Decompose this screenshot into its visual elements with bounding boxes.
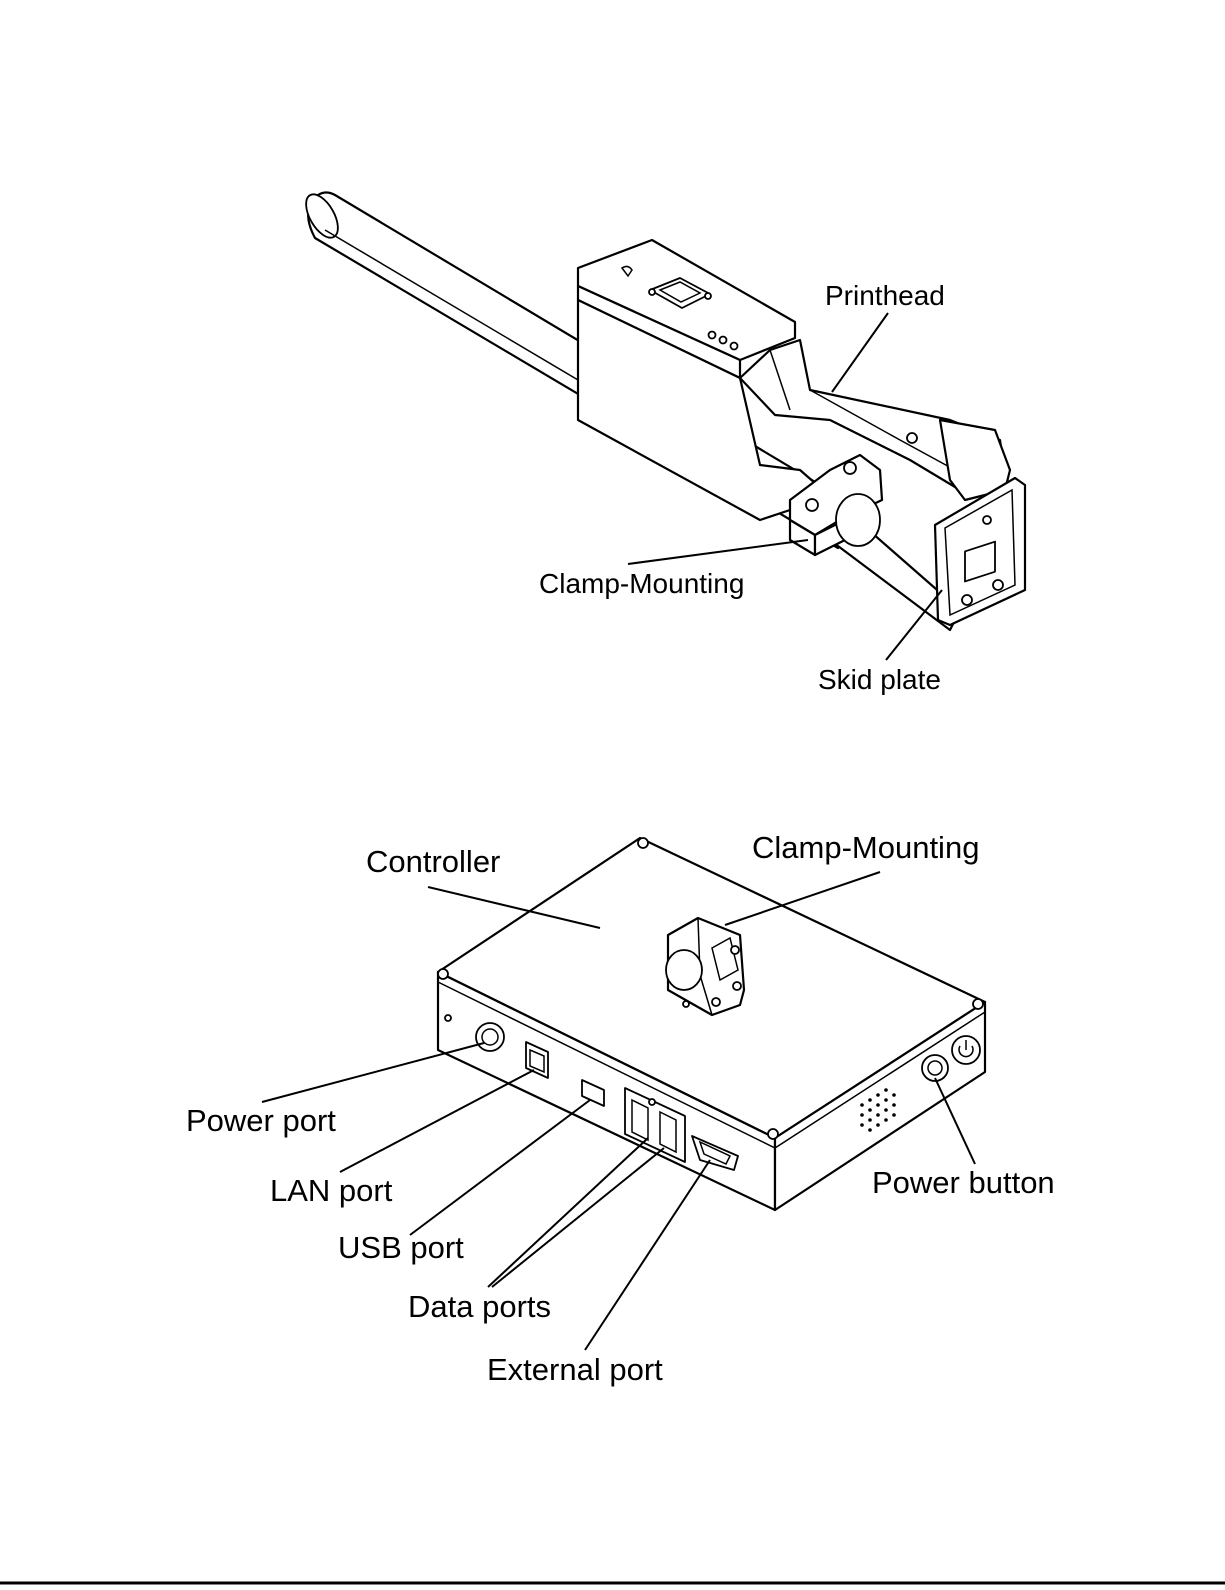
label-printhead: Printhead [825,280,945,311]
power-port-connector [476,1023,504,1051]
label-external-port: External port [487,1352,663,1387]
printhead-assembly-drawing [300,189,1025,630]
label-skid-plate: Skid plate [818,664,941,695]
label-power-button: Power button [872,1165,1055,1200]
label-power-port: Power port [186,1103,336,1138]
label-lan-port: LAN port [270,1173,393,1208]
label-clamp-mounting-bottom: Clamp-Mounting [752,830,979,865]
power-port-leader-line [262,1043,484,1102]
label-data-ports: Data ports [408,1289,551,1324]
power-symbol-icon [952,1036,980,1064]
lan-port-leader-line [340,1070,534,1172]
data-ports-leader-line-b [492,1148,664,1287]
top-clamp-leader-line [628,540,808,564]
label-controller: Controller [366,844,500,879]
power-button-part [922,1055,948,1081]
data-ports-leader-line-a [488,1138,648,1287]
printhead-leader-line [832,313,888,392]
controller-drawing [438,838,985,1210]
skid-plate-part [935,478,1025,625]
label-clamp-mounting-top: Clamp-Mounting [539,568,744,599]
label-usb-port: USB port [338,1230,464,1265]
external-port-leader-line [585,1160,710,1350]
